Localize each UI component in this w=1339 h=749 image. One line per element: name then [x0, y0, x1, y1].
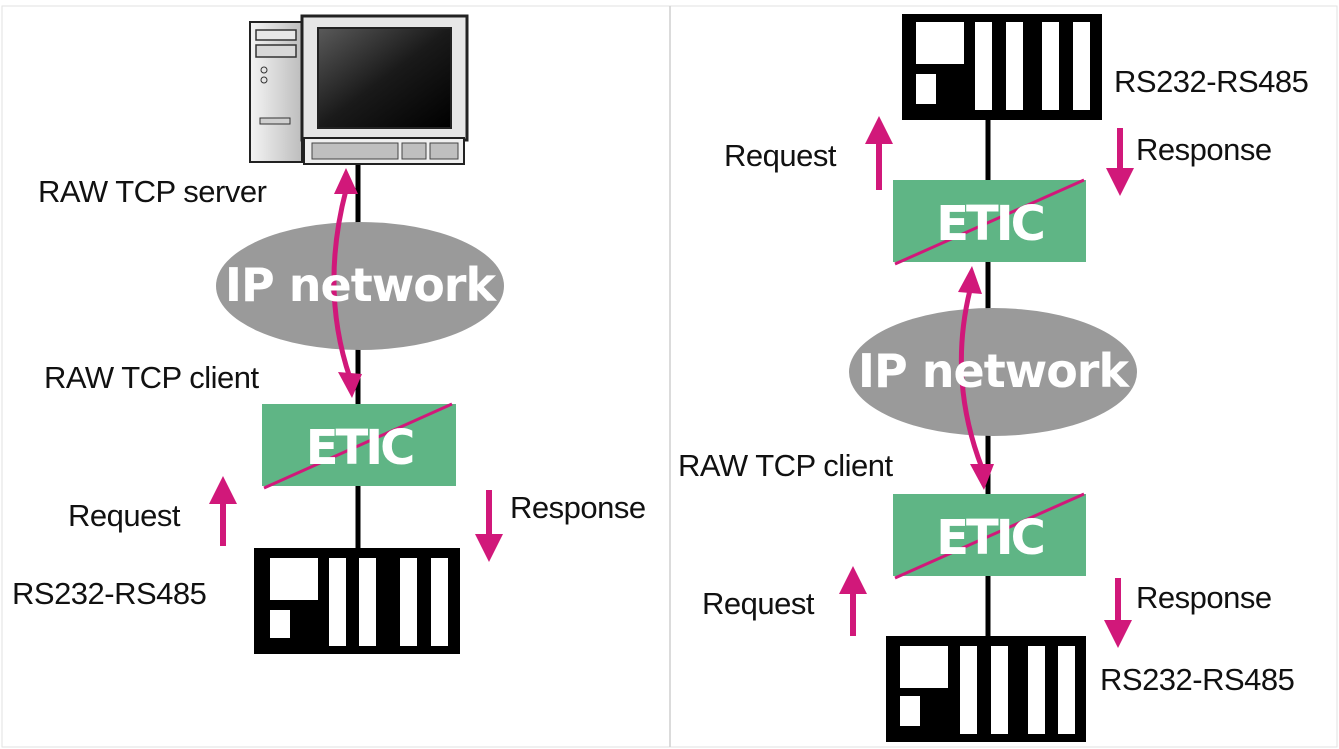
right-panel	[839, 14, 1137, 742]
left-response-label: Response	[510, 490, 646, 525]
left-raw-tcp-client-label: RAW TCP client	[44, 360, 259, 395]
right-top-serial-device-icon	[902, 14, 1102, 120]
left-etic-label: ETIC	[305, 420, 416, 476]
right-bottom-etic-label: ETIC	[936, 510, 1046, 566]
right-top-response-arrow-icon	[1106, 128, 1134, 196]
left-ip-network-cloud	[216, 222, 504, 350]
left-panel	[209, 14, 504, 654]
right-tcp-double-arrow-icon	[958, 266, 994, 490]
right-bottom-request-label: Request	[702, 586, 814, 621]
left-request-label: Request	[68, 498, 180, 533]
right-top-etic-label: ETIC	[936, 196, 1046, 252]
left-serial-device-icon	[254, 548, 460, 654]
left-request-arrow-icon	[209, 476, 237, 546]
right-top-response-label: Response	[1136, 132, 1272, 167]
right-ip-network-label: IP network	[857, 344, 1129, 398]
right-ip-network-cloud	[849, 308, 1137, 436]
right-top-rs232-rs485-label: RS232-RS485	[1114, 64, 1309, 99]
left-ip-network-label: IP network	[224, 258, 496, 312]
right-bottom-response-arrow-icon	[1104, 578, 1132, 648]
left-tcp-double-arrow-icon	[331, 168, 362, 398]
right-bottom-request-arrow-icon	[839, 566, 867, 636]
left-raw-tcp-server-label: RAW TCP server	[38, 174, 267, 209]
pc-workstation-icon	[249, 14, 469, 165]
right-raw-tcp-client-label: RAW TCP client	[678, 448, 893, 483]
right-bottom-etic-slash	[894, 492, 1085, 580]
right-bottom-response-label: Response	[1136, 580, 1272, 615]
right-top-request-label: Request	[724, 138, 836, 173]
left-response-arrow-icon	[475, 490, 503, 562]
right-bottom-serial-device-icon	[886, 636, 1086, 742]
right-top-etic-slash	[894, 178, 1085, 266]
right-bottom-rs232-rs485-label: RS232-RS485	[1100, 662, 1295, 697]
right-top-request-arrow-icon	[865, 116, 893, 190]
left-rs232-rs485-label: RS232-RS485	[12, 576, 207, 611]
left-etic-slash	[263, 402, 453, 490]
